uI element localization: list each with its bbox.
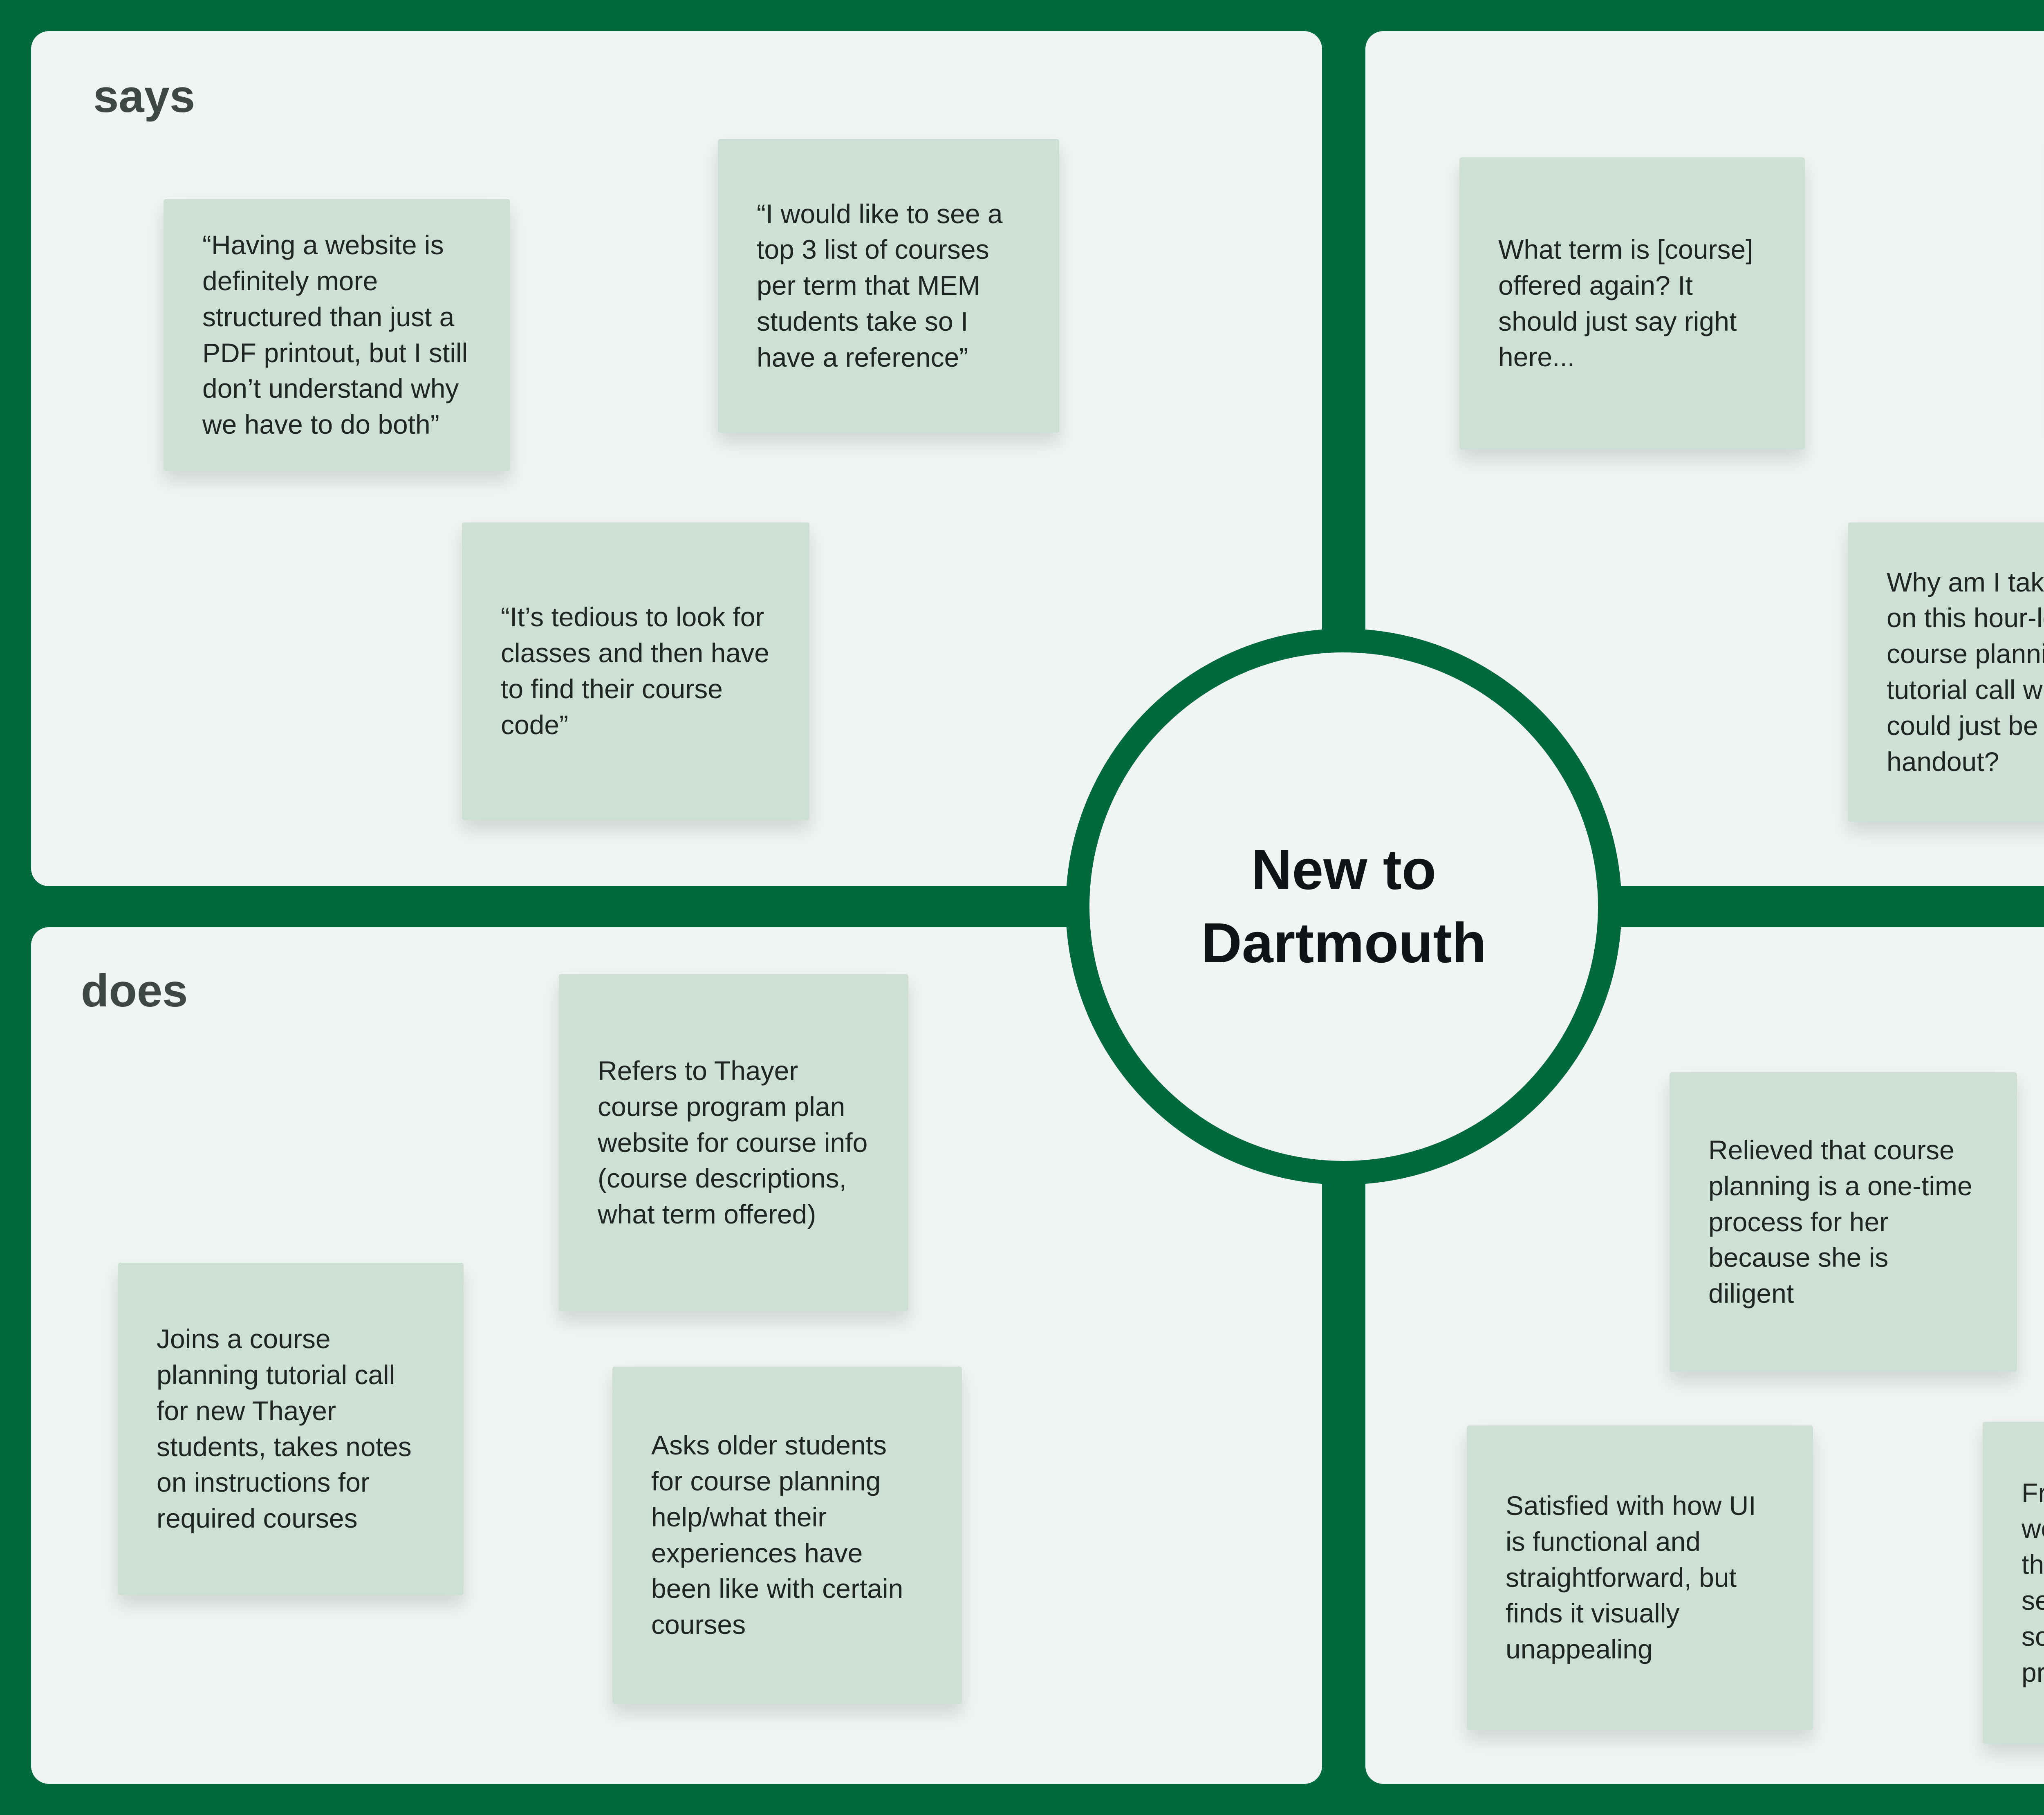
persona-title: New to Dartmouth <box>1201 838 1486 975</box>
sticky-note-does-asks-older-students: Asks older students for course planning … <box>612 1367 962 1704</box>
sticky-note-feels-satisfied-ui: Satisfied with how UI is functional and … <box>1467 1425 1813 1730</box>
sticky-note-feels-frustrated-save: Frustrated that her work is not saved in… <box>1983 1422 2044 1744</box>
sticky-note-feels-relieved: Relieved that course planning is a one-t… <box>1670 1072 2017 1372</box>
quadrant-label-does: does <box>81 965 188 1016</box>
quadrant-label-says: says <box>93 71 195 122</box>
sticky-note-says-top3-list: “I would like to see a top 3 list of cou… <box>718 139 1059 432</box>
center-persona-circle: New to Dartmouth <box>1066 629 1622 1185</box>
sticky-note-thinks-what-term: What term is [course] offered again? It … <box>1459 157 1805 450</box>
sticky-note-does-refers-website: Refers to Thayer course program plan web… <box>559 974 908 1311</box>
sticky-note-does-joins-call: Joins a course planning tutorial call fo… <box>118 1263 464 1595</box>
sticky-note-thinks-tutorial-handout: Why am I taking notes on this hour-long … <box>1848 522 2044 822</box>
sticky-note-says-tedious-course-code: “It’s tedious to look for classes and th… <box>462 522 809 820</box>
sticky-note-says-website-vs-pdf: “Having a website is definitely more str… <box>164 199 510 471</box>
